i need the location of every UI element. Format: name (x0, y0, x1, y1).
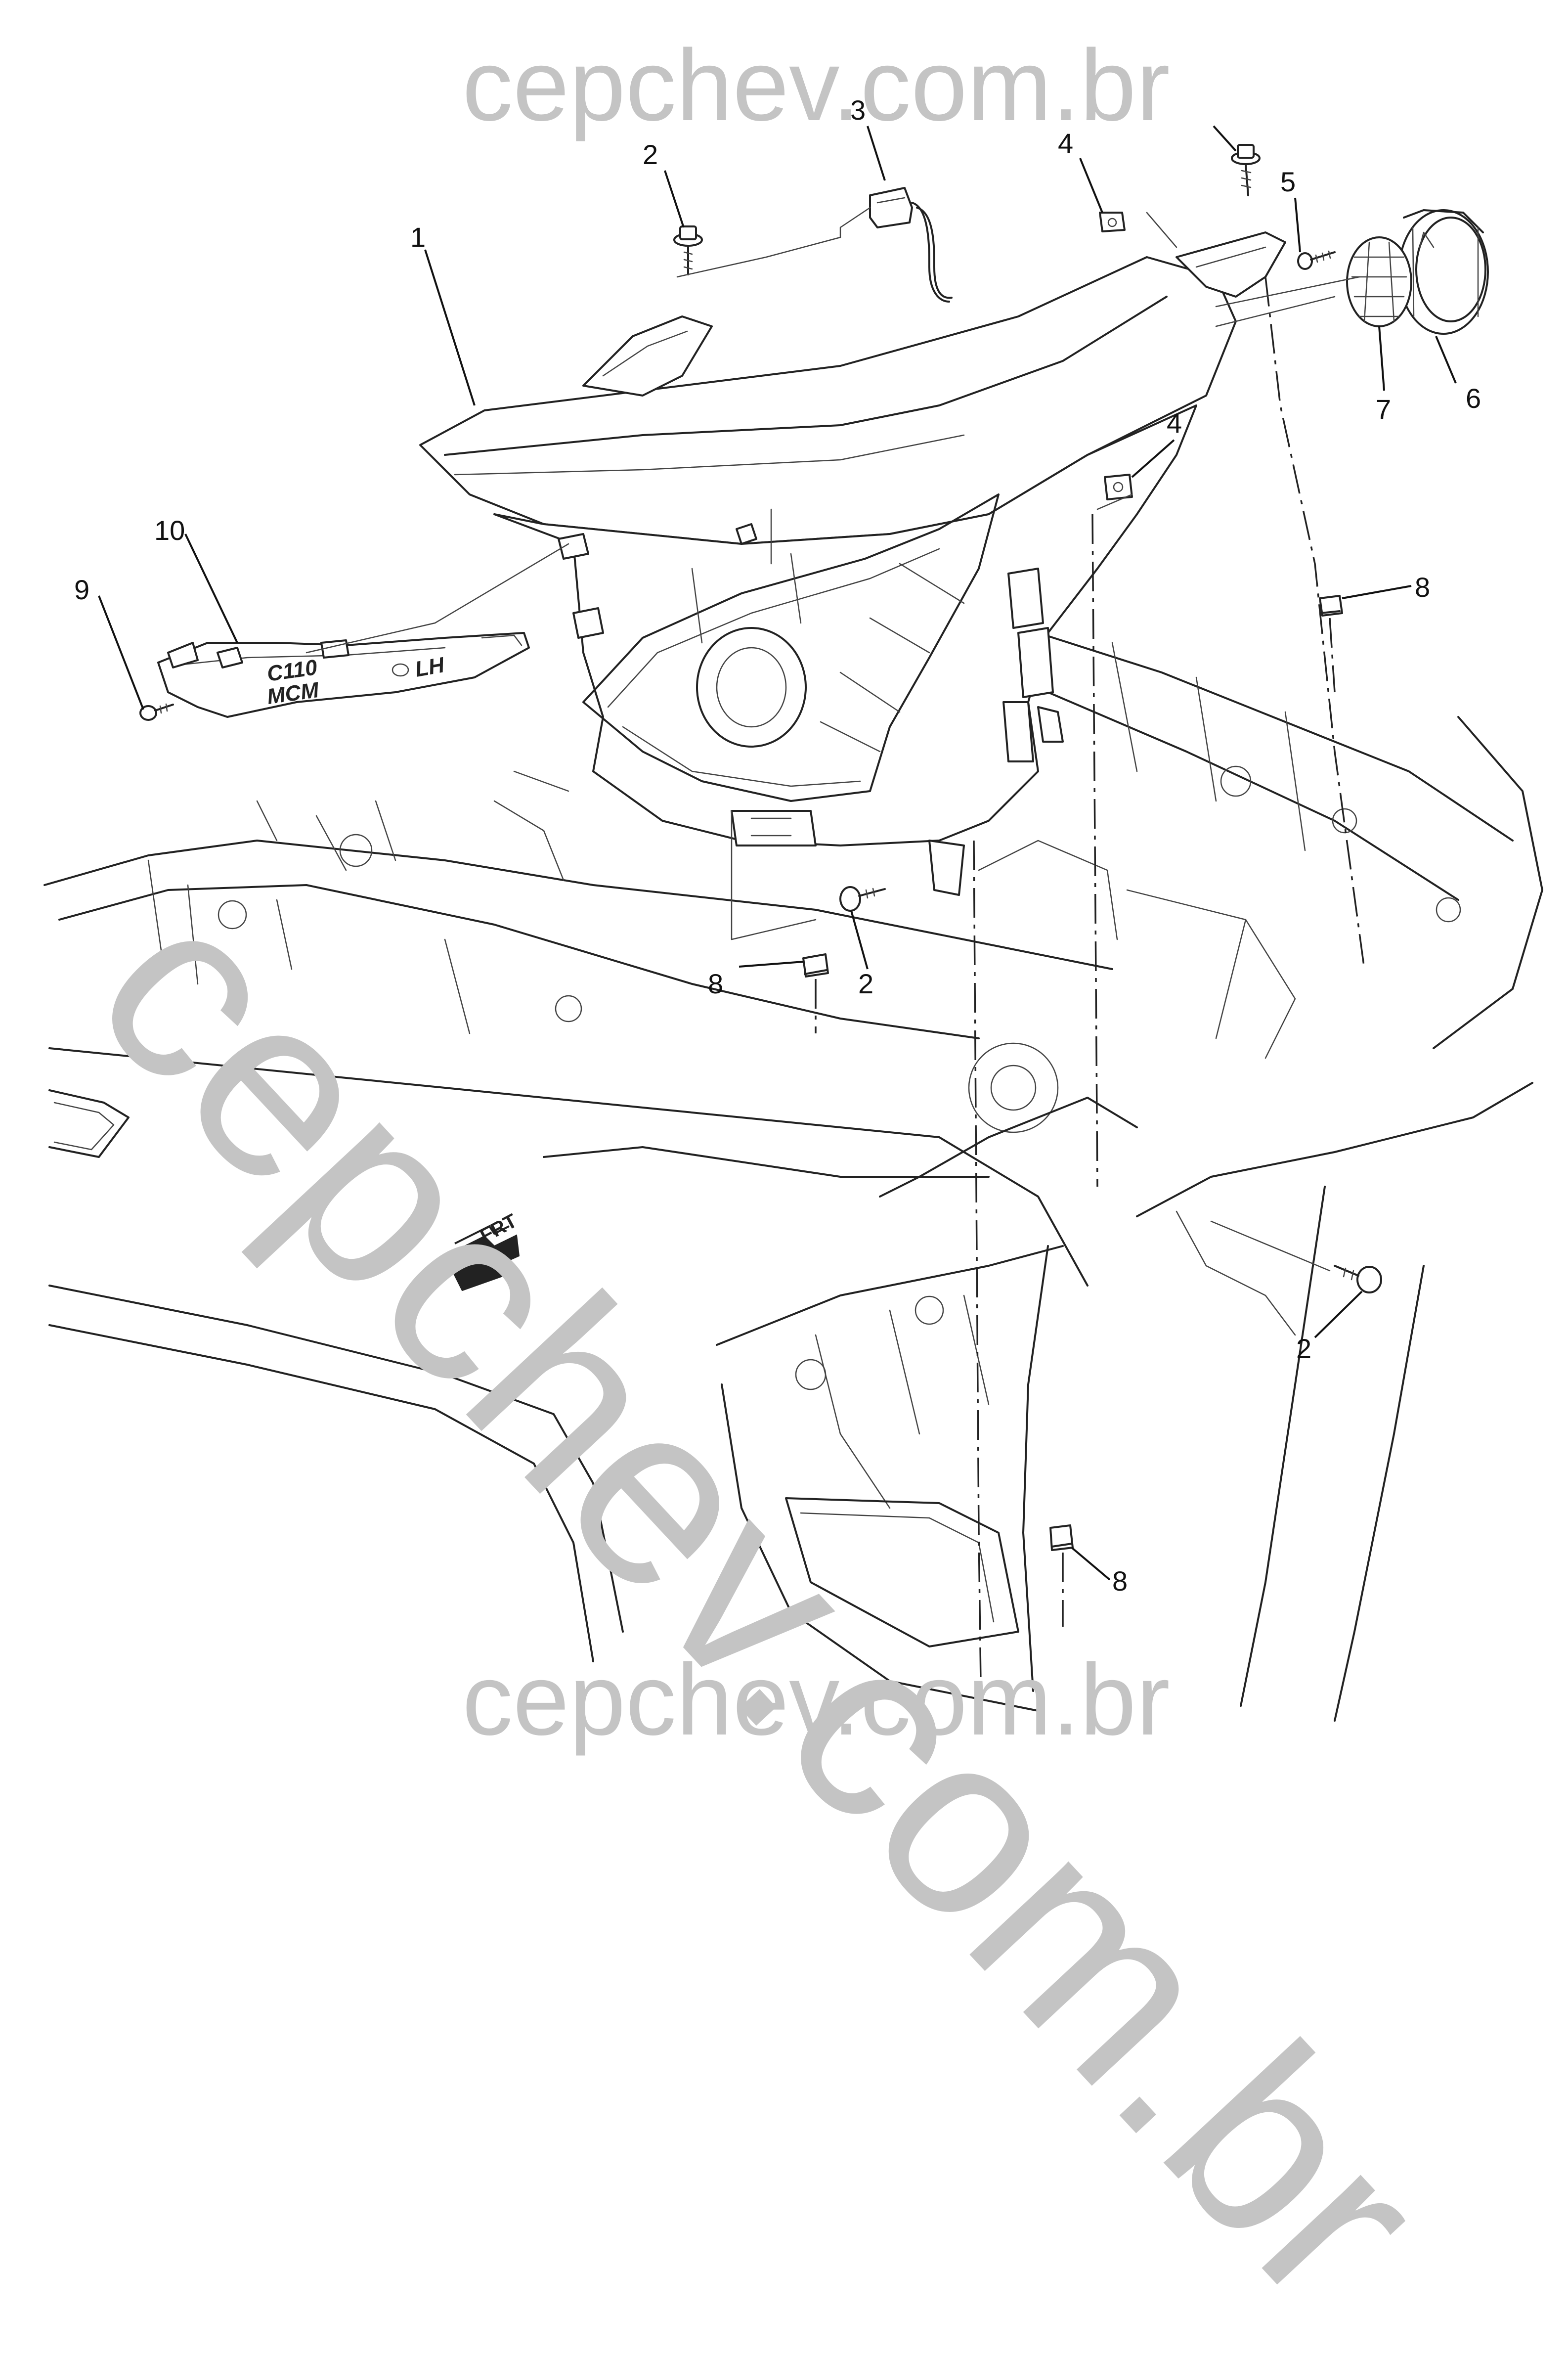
callout-5: 5 (1280, 166, 1296, 197)
callout-6: 6 (1466, 383, 1481, 414)
callout-2-upper: 2 (643, 139, 658, 170)
callout-2-middle: 2 (858, 968, 874, 999)
bracket-side-label: LH (413, 653, 446, 682)
callout-2-lower: 2 (1296, 1333, 1312, 1364)
callout-8-lower: 8 (1112, 1565, 1128, 1597)
headlamp-assembly (419, 231, 1286, 896)
callout-4-lower: 4 (1167, 407, 1182, 439)
headlamp-cover-part-6 (1398, 209, 1489, 335)
callout-8-right: 8 (1415, 572, 1431, 603)
callout-3: 3 (850, 94, 866, 126)
callout-7: 7 (1376, 394, 1392, 425)
assembly-centerlines (815, 276, 1365, 1721)
bolt-part-2-middle (839, 886, 886, 912)
screw-part-5 (1297, 250, 1336, 270)
callout-8-middle: 8 (708, 968, 724, 999)
callout-4-upper: 4 (1058, 128, 1074, 159)
exploded-view-diagram: .ln { fill: none; stroke: #222; stroke-w… (44, 125, 1543, 1722)
callout-leader-lines (98, 125, 1457, 1581)
push-pin-part-8-middle (802, 953, 829, 978)
mounting-bracket-part-10 (157, 632, 530, 718)
clip-nut-part-4-lower (1104, 474, 1133, 500)
vehicle-front-structure (44, 632, 1543, 1722)
bulb-socket-part-7 (1346, 236, 1412, 327)
bolt-part-2-upper (673, 225, 703, 275)
bolt-upper-right (1231, 144, 1261, 196)
callout-10: 10 (154, 515, 185, 546)
bolt-part-2-lower (1334, 1265, 1382, 1293)
clip-nut-part-4-upper (1099, 212, 1126, 232)
wiring-connector-part-3 (869, 187, 953, 303)
callout-1: 1 (410, 222, 426, 253)
push-pin-part-8-lower (1049, 1524, 1074, 1551)
front-direction-arrow (444, 1225, 520, 1291)
screw-part-9 (139, 703, 174, 721)
callout-9: 9 (74, 574, 90, 605)
push-pin-part-8-right (1319, 595, 1343, 617)
